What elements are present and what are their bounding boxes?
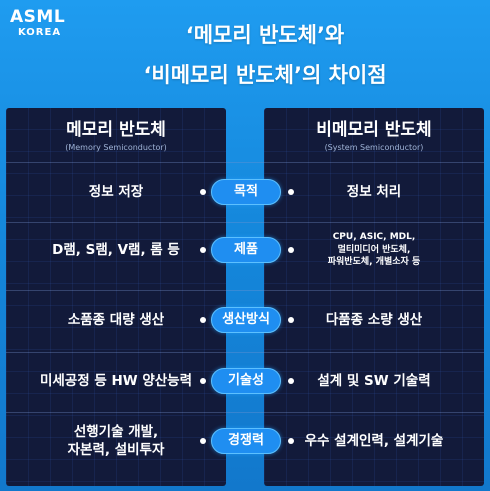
cell-line: 우수 설계인력, 설계기술 <box>304 433 444 449</box>
connector-dot-icon <box>288 317 294 323</box>
system-cell: 정보 처리 <box>264 183 484 201</box>
system-panel-subtitle: (System Semiconductor) <box>324 143 424 152</box>
cell-line: 선행기술 개발, <box>73 424 159 440</box>
logo-text: ASML <box>10 7 66 27</box>
page-title-line2: ‘비메모리 반도체’의 차이점 <box>143 63 387 87</box>
memory-cell: 정보 저장 <box>6 183 226 201</box>
system-panel-title: 비메모리 반도체 <box>316 120 432 140</box>
cell-line: 정보 처리 <box>346 184 402 200</box>
system-cell: 우수 설계인력, 설계기술 <box>264 432 484 450</box>
row-divider <box>6 352 484 353</box>
cell-line: 자본력, 설비투자 <box>67 442 165 458</box>
memory-cell: D램, S램, V램, 롬 등 <box>6 241 226 259</box>
logo-subtext: KOREA <box>18 27 62 38</box>
connector-dot-icon <box>200 438 206 444</box>
row-divider <box>6 162 484 163</box>
memory-panel-subtitle: (Memory Semiconductor) <box>65 143 167 152</box>
cell-line: 파워반도체, 개별소자 등 <box>327 257 421 268</box>
memory-panel: 메모리 반도체 (Memory Semiconductor) <box>6 108 226 486</box>
category-pill: 제품 <box>211 237 281 263</box>
asml-korea-logo: ASML KOREA <box>10 8 74 39</box>
connector-dot-icon <box>288 378 294 384</box>
row-divider <box>6 412 484 413</box>
cell-line: 멀티미디어 반도체, <box>337 244 411 255</box>
connector-dot-icon <box>288 247 294 253</box>
connector-dot-icon <box>288 189 294 195</box>
connector-dot-icon <box>200 189 206 195</box>
cell-line: 소품종 대량 생산 <box>67 312 165 328</box>
memory-panel-title: 메모리 반도체 <box>66 120 166 140</box>
memory-cell: 선행기술 개발, 자본력, 설비투자 <box>6 423 226 459</box>
system-cell: 설계 및 SW 기술력 <box>264 372 484 390</box>
memory-cell: 미세공정 등 HW 양산능력 <box>6 372 226 390</box>
cell-line: CPU, ASIC, MDL, <box>332 232 416 243</box>
category-pill: 생산방식 <box>211 307 281 333</box>
row-divider <box>6 222 484 223</box>
cell-line: 미세공정 등 HW 양산능력 <box>39 373 193 389</box>
cell-line: 다품종 소량 생산 <box>325 312 423 328</box>
category-pill: 목적 <box>211 179 281 205</box>
connector-dot-icon <box>200 317 206 323</box>
system-cell: CPU, ASIC, MDL,멀티미디어 반도체, 파워반도체, 개별소자 등 <box>264 231 484 269</box>
cell-line: D램, S램, V램, 롬 등 <box>52 242 180 258</box>
system-panel: 비메모리 반도체 (System Semiconductor) <box>264 108 484 486</box>
connector-dot-icon <box>200 247 206 253</box>
page-title-line1: ‘메모리 반도체’와 <box>185 23 345 47</box>
category-pill: 경쟁력 <box>211 428 281 454</box>
connector-dot-icon <box>288 438 294 444</box>
row-divider <box>6 290 484 291</box>
cell-line: 정보 저장 <box>88 184 144 200</box>
category-pill: 기술성 <box>211 368 281 394</box>
system-cell: 다품종 소량 생산 <box>264 311 484 329</box>
cell-line: 설계 및 SW 기술력 <box>317 373 431 389</box>
memory-panel-header: 메모리 반도체 (Memory Semiconductor) <box>6 108 226 162</box>
system-panel-header: 비메모리 반도체 (System Semiconductor) <box>264 108 484 162</box>
memory-cell: 소품종 대량 생산 <box>6 311 226 329</box>
connector-dot-icon <box>200 378 206 384</box>
